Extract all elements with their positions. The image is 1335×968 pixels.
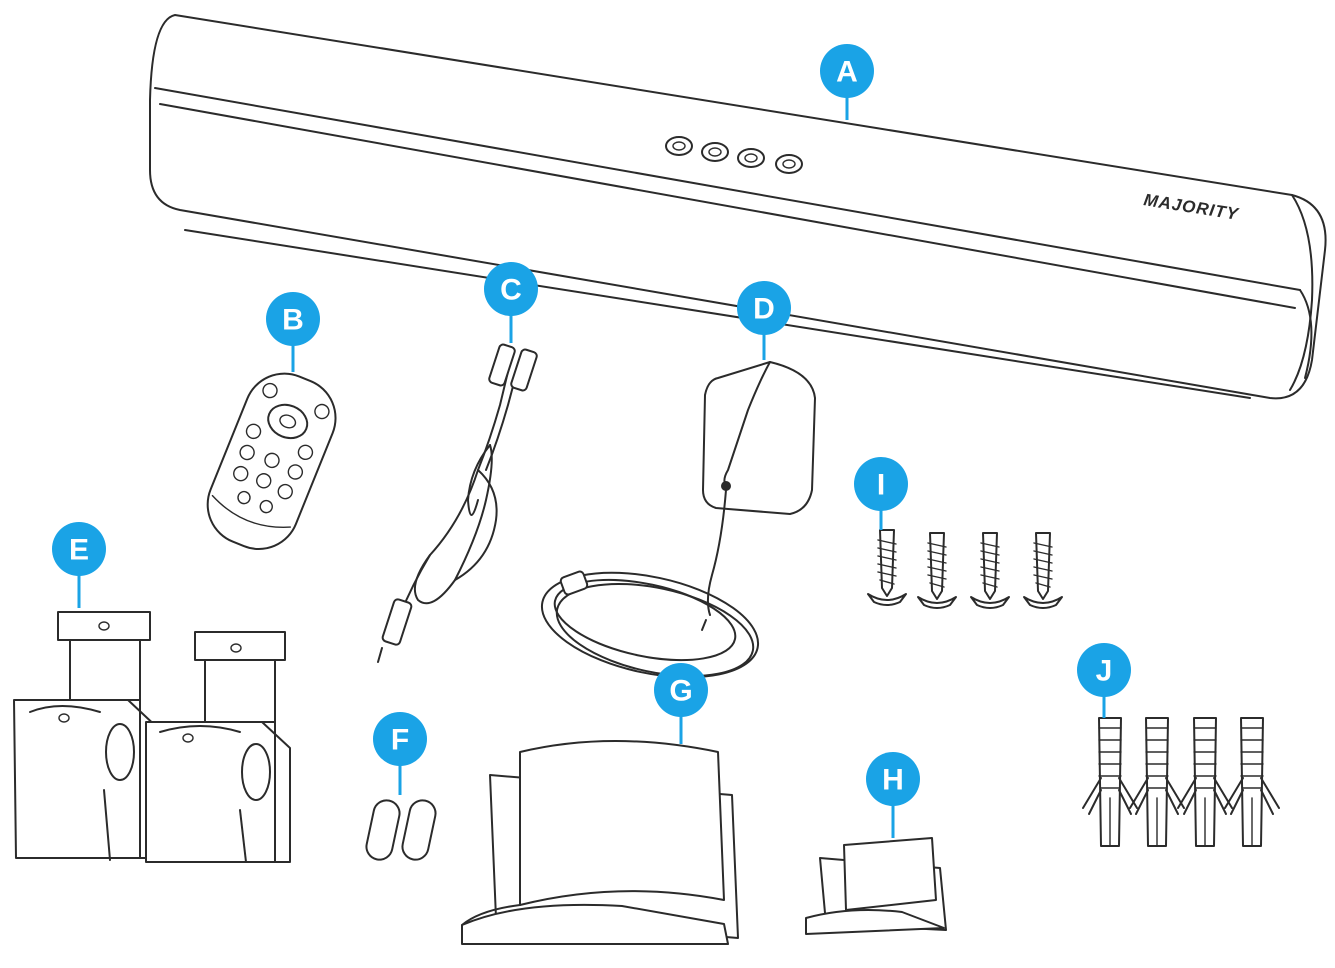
callout-label: F — [391, 724, 409, 757]
wall-plug-4-icon — [1224, 717, 1280, 847]
wall-plugs — [1082, 717, 1280, 847]
callout-label: E — [69, 534, 89, 567]
callout-B: B — [266, 292, 320, 372]
callout-I: I — [854, 457, 908, 530]
callout-G: G — [654, 663, 708, 744]
callout-J: J — [1077, 643, 1131, 718]
power-adapter — [540, 361, 816, 679]
callout-label: B — [282, 304, 304, 337]
wall-plug-3-icon — [1177, 717, 1233, 847]
soundbar-button-2-icon — [701, 142, 729, 162]
callout-label: H — [882, 764, 904, 797]
soundbar-button-4-icon — [775, 154, 803, 174]
callout-A: A — [820, 44, 874, 120]
callout-label: J — [1096, 655, 1113, 688]
quick-guide — [805, 837, 947, 935]
remote-control — [206, 372, 337, 550]
callout-label: A — [836, 56, 858, 89]
soundbar-button-3-icon — [737, 148, 765, 168]
callout-E: E — [52, 522, 106, 608]
callout-label: I — [877, 469, 885, 502]
callout-label: G — [669, 675, 692, 708]
screws — [867, 529, 1063, 609]
callout-label: C — [500, 274, 522, 307]
callout-label: D — [753, 293, 775, 326]
wall-plug-1-icon — [1082, 717, 1138, 847]
callout-C: C — [484, 262, 538, 343]
soundbar-button-1-icon — [665, 136, 693, 156]
screw-1-icon — [867, 529, 907, 606]
rca-audio-cable — [377, 343, 538, 663]
callout-H: H — [866, 752, 920, 838]
batteries — [365, 799, 437, 861]
screw-3-icon — [970, 532, 1010, 609]
screw-4-icon — [1023, 532, 1063, 609]
wall-plug-2-icon — [1129, 717, 1185, 847]
user-manual — [461, 740, 739, 945]
callout-F: F — [373, 712, 427, 795]
soundbar: MAJORITY — [149, 14, 1327, 400]
soundbar-buttons — [665, 136, 803, 174]
screw-2-icon — [917, 532, 957, 609]
callout-D: D — [737, 281, 791, 360]
wall-brackets — [13, 611, 291, 863]
